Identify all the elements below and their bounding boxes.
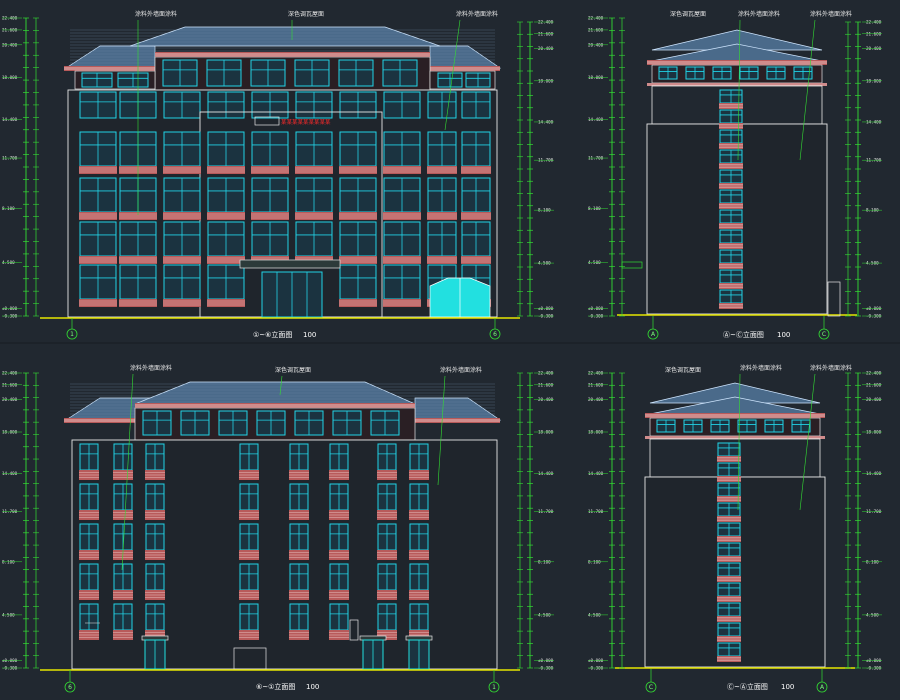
side2-axis-right: A (820, 684, 825, 691)
rear-scale: 100 (306, 683, 319, 691)
side2-axis-right-bubble (816, 681, 828, 693)
side2-callout-3: 涂料外墙面涂料 (810, 364, 852, 372)
side1-callout-1: 深色调瓦屋面 (670, 10, 706, 18)
side1-callout-2: 涂料外墙面涂料 (738, 10, 780, 18)
front-dimension-right: 22.40021.60020.40018.00014.40011.7008.10… (517, 20, 554, 319)
sheet-rear-elevation: 22.40021.60020.40018.00014.40011.7008.10… (2, 364, 554, 693)
side1-axis-left: A (651, 331, 656, 338)
side1-scale: 100 (777, 331, 790, 339)
side2-axis-left-bubble (645, 681, 657, 693)
rear-door-canopy (141, 635, 169, 641)
side2-building (615, 373, 855, 682)
side1-axis-right: C (822, 331, 826, 338)
side1-side-porch (827, 281, 841, 317)
front-axis-right-bubble (489, 328, 501, 340)
rear-vent (349, 619, 359, 641)
rear-leader-2 (279, 375, 283, 396)
side1-axis-left-bubble (647, 328, 659, 340)
side2-scale: 100 (781, 683, 794, 691)
rear-dimension-right: 22.40021.60020.40018.00014.40011.7008.10… (517, 371, 554, 671)
side2-leader (737, 373, 741, 511)
front-axis-left-bubble (66, 328, 78, 340)
rear-callout-2: 深色调瓦屋面 (275, 366, 311, 374)
side1-leader (737, 19, 741, 161)
rear-leader-3 (437, 375, 446, 486)
front-dimension-left: 22.40021.60020.40018.00014.40011.7008.10… (2, 16, 39, 319)
rear-callout-1: 涂料外墙面涂料 (130, 364, 172, 372)
rear-axis-right: 1 (492, 684, 496, 691)
rear-building (40, 373, 520, 682)
sheet-front-elevation: 22.40021.60020.40018.00014.40011.7008.10… (2, 10, 554, 340)
side1-title: Ⓐ~Ⓒ立面图 (723, 330, 764, 339)
front-title: ①~⑥立面图 (253, 330, 292, 339)
rear-axis-left: 6 (68, 684, 72, 691)
side1-building (617, 19, 857, 329)
side2-dimension-right: 22.40021.60020.40018.00014.40011.7008.10… (845, 371, 882, 671)
side1-dimension-left: 22.40021.60020.40018.00014.40011.7008.10… (588, 16, 625, 319)
side2-callout-1: 深色调瓦屋面 (665, 366, 701, 374)
front-callout-2: 深色调瓦屋面 (288, 10, 324, 18)
rear-main-wall (71, 439, 498, 670)
rear-door-canopy (405, 635, 433, 641)
side2-axis-left: C (649, 684, 653, 691)
side1-callout-3: 涂料外墙面涂料 (810, 10, 852, 18)
sheet-side-elevation-c-a: 22.40021.60020.40018.00014.40011.7008.10… (588, 364, 882, 693)
front-canopy (239, 259, 341, 269)
rear-axis-left-bubble (64, 681, 76, 693)
side2-callout-2: 涂料外墙面涂料 (740, 364, 782, 372)
rear-title: ⑥~①立面图 (256, 682, 295, 691)
side2-dimension-left: 22.40021.60020.40018.00014.40011.7008.10… (588, 371, 625, 671)
front-axis-right: 6 (493, 331, 497, 338)
rear-axis-right-bubble (488, 681, 500, 693)
side2-title: Ⓒ~Ⓐ立面图 (727, 682, 768, 691)
front-sign-box (254, 116, 280, 126)
front-callout-3: 涂料外墙面涂料 (456, 10, 498, 18)
front-roof-center (129, 26, 441, 47)
side1-dimension-right: 22.40021.60020.40018.00014.40011.7008.10… (845, 20, 882, 319)
front-axis-left: 1 (70, 331, 74, 338)
front-leader-3 (444, 19, 461, 131)
rear-callout-3: 涂料外墙面涂料 (440, 366, 482, 374)
side1-leader-2 (799, 19, 816, 161)
sheet-side-elevation-a-c: 22.40021.60020.40018.00014.40011.7008.10… (588, 10, 882, 340)
side1-axis-right-bubble (818, 328, 830, 340)
rear-dimension-left: 22.40021.60020.40018.00014.40011.7008.10… (2, 371, 39, 671)
rear-leader-1 (121, 373, 134, 571)
rear-door-canopy (359, 635, 387, 641)
front-scale: 100 (303, 331, 316, 339)
front-callout-1: 涂料外墙面涂料 (135, 10, 177, 18)
front-sign-text: 某某某某某某某某某 (281, 119, 331, 126)
rear-low-wall (233, 647, 267, 670)
side2-leader-2 (799, 373, 816, 511)
front-building (40, 19, 520, 329)
